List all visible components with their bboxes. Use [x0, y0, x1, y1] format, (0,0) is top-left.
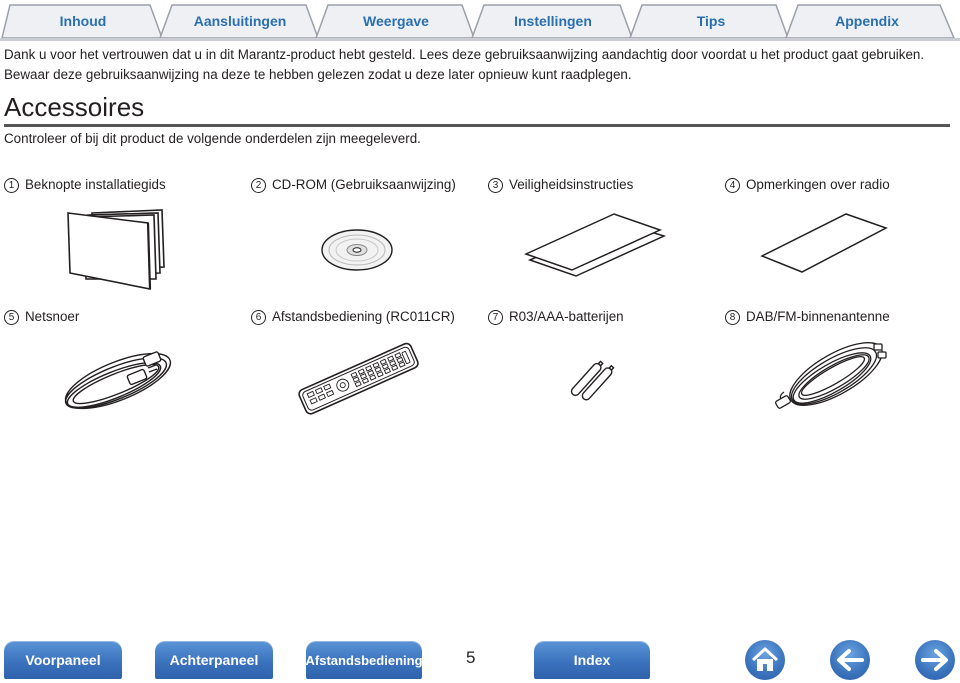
intro-line-1: Dank u voor het vertrouwen dat u in dit …: [4, 47, 925, 62]
item-2-label: 2 CD-ROM (Gebruiksaanwijzing): [251, 177, 456, 193]
item-1-label: 1 Beknopte installatiegids: [4, 177, 166, 193]
arrow-right-icon: [921, 649, 948, 671]
item-4-text: Opmerkingen over radio: [746, 177, 890, 192]
antenna-icon: [775, 342, 887, 409]
batteries-icon: [570, 360, 615, 401]
item-8-label: 8 DAB/FM-binnenantenne: [725, 309, 890, 325]
tab-instellingen[interactable]: Instellingen: [514, 13, 592, 29]
item-1-text: Beknopte installatiegids: [25, 177, 166, 192]
cd-rom-icon: [321, 229, 393, 271]
remote-control-button[interactable]: Afstandsbediening: [306, 641, 423, 679]
item-4-label: 4 Opmerkingen over radio: [725, 177, 890, 193]
tab-tips[interactable]: Tips: [696, 13, 726, 29]
arrow-left-icon: [837, 649, 864, 671]
section-title-rule: [4, 124, 950, 127]
item-5-label: 5 Netsnoer: [4, 309, 79, 325]
home-icon: [751, 647, 779, 671]
item-8-text: DAB/FM-binnenantenne: [746, 309, 890, 324]
item-2-number: 2: [251, 178, 266, 193]
item-4-number: 4: [725, 178, 740, 193]
forward-button[interactable]: [915, 640, 955, 680]
item-6-text: Afstandsbediening (RC011CR): [272, 309, 455, 324]
top-navigation: Inhoud Aansluitingen Weergave Instelling…: [0, 0, 960, 42]
item-7-text: R03/AAA-batterijen: [509, 309, 624, 324]
tab-inhoud[interactable]: Inhoud: [59, 13, 107, 29]
power-cord-icon: [64, 351, 172, 410]
back-button[interactable]: [830, 640, 870, 680]
section-subtitle: Controleer of bij dit product de volgend…: [4, 131, 421, 146]
tab-bar-underline: [0, 38, 960, 41]
intro-text: Dank u voor het vertrouwen dat u in dit …: [4, 45, 954, 85]
item-7-label: 7 R03/AAA-batterijen: [488, 309, 624, 325]
page-number: 5: [466, 648, 476, 667]
radio-notes-sheet-icon: [760, 213, 888, 273]
index-button[interactable]: Index: [534, 641, 650, 679]
tab-aansluitingen[interactable]: Aansluitingen: [193, 13, 287, 29]
item-8-number: 8: [725, 310, 740, 325]
quick-guide-booklet-icon: [67, 209, 165, 290]
item-6-label: 6 Afstandsbediening (RC011CR): [251, 309, 455, 325]
front-panel-button[interactable]: Voorpaneel: [4, 641, 122, 679]
rear-panel-button[interactable]: Achterpaneel: [155, 641, 273, 679]
intro-line-2: Bewaar deze gebruiksaanwijzing na deze t…: [4, 67, 632, 82]
item-3-number: 3: [488, 178, 503, 193]
tab-appendix[interactable]: Appendix: [835, 13, 899, 29]
home-button[interactable]: [745, 640, 785, 680]
item-6-number: 6: [251, 310, 266, 325]
item-5-number: 5: [4, 310, 19, 325]
section-title: Accessoires: [4, 92, 145, 122]
safety-instructions-sheet-icon: [523, 213, 667, 277]
item-1-number: 1: [4, 178, 19, 193]
item-2-text: CD-ROM (Gebruiksaanwijzing): [272, 177, 456, 192]
item-3-text: Veiligheidsinstructies: [509, 177, 634, 192]
tab-weergave[interactable]: Weergave: [363, 13, 429, 29]
remote-control-icon: [298, 342, 419, 415]
item-7-number: 7: [488, 310, 503, 325]
item-5-text: Netsnoer: [25, 309, 80, 324]
item-3-label: 3 Veiligheidsinstructies: [488, 177, 633, 193]
